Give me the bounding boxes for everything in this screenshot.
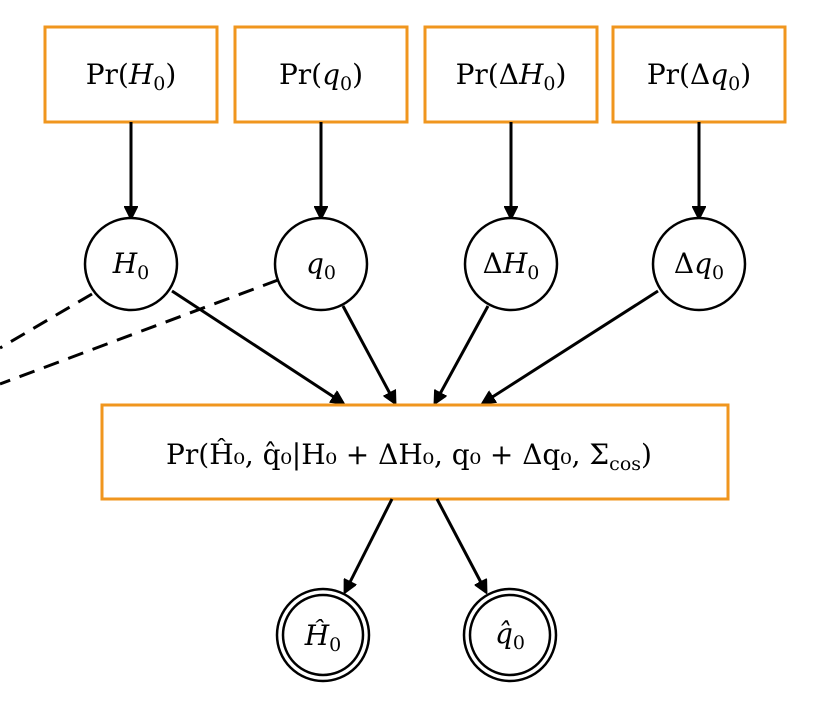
edge-node-dq0-to-likelihood [483,289,659,403]
node-delta-q0: Δq0 [651,216,747,312]
dashed-edge-h0-offscreen [0,292,93,350]
prior-label-q0-close: ) [352,58,363,91]
svg-text:Ĥ0: Ĥ0 [304,619,342,656]
node-dq0-symbol: q [694,247,712,280]
prior-label-dq0-close: ) [740,58,751,91]
prior-label-dh0-pr: Pr(Δ [456,58,519,91]
edge-node-h0-to-likelihood [171,289,343,403]
svg-text:q0: q0 [306,247,336,284]
svg-text:H0: H0 [112,247,150,284]
node-dh0-subscript: 0 [527,262,539,284]
prior-label-h0-sym: H [128,58,154,91]
prior-label-dq0-pr: Pr(Δ [647,58,710,91]
obs-h0hat-subscript: 0 [329,634,341,656]
prior-box-delta-h0: Pr(ΔH0) [423,25,599,124]
svg-text:Δq0: Δq0 [674,247,724,284]
prior-label-dh0-close: ) [555,58,566,91]
obs-q0hat-symbol: q̂ [495,617,513,650]
prior-label-h0-close: ) [165,58,176,91]
node-q0: q0 [273,216,369,312]
edge-likelihood-to-obs-h0hat [345,498,394,592]
edge-node-dh0-to-likelihood [435,305,490,403]
prior-label-dq0-sym: q [710,58,728,91]
node-delta-h0: ΔH0 [463,216,559,312]
prior-label-dh0-sub: 0 [543,73,555,95]
edge-node-q0-to-likelihood [341,305,395,403]
prior-label-h0-pr: Pr( [86,58,129,91]
likelihood-box: Pr(Ĥ₀, q̂₀|H₀ + ΔH₀, q₀ + Δq₀, Σcos) [100,403,730,501]
svg-text:q̂0: q̂0 [495,617,525,654]
likelihood-subscript: cos [609,453,641,475]
prior-label-dq0-sub: 0 [728,73,740,95]
observed-node-q0-hat: q̂0 [462,587,558,683]
prior-box-delta-q0: Pr(Δq0) [611,25,787,124]
svg-text:Pr(q0): Pr(q0) [279,58,363,95]
node-h0-symbol: H [112,247,138,280]
svg-text:Pr(Δq0): Pr(Δq0) [647,58,751,95]
prior-label-h0-sub: 0 [153,73,165,95]
node-h0-subscript: 0 [137,262,149,284]
node-q0-subscript: 0 [324,262,336,284]
svg-text:Pr(Ĥ₀, q̂₀|H₀ + ΔH₀, q₀ + Δq₀,: Pr(Ĥ₀, q̂₀|H₀ + ΔH₀, q₀ + Δq₀, Σcos) [166,438,652,475]
svg-text:Pr(ΔH0): Pr(ΔH0) [456,58,567,95]
node-dh0-symbol: H [502,247,528,280]
prior-label-q0-sym: q [322,58,340,91]
svg-text:Pr(H0): Pr(H0) [86,58,177,95]
svg-text:ΔH0: ΔH0 [483,247,540,284]
prior-box-h0: Pr(H0) [43,25,219,124]
node-dq0-subscript: 0 [712,262,724,284]
prior-label-q0-sub: 0 [340,73,352,95]
likelihood-close: ) [641,438,652,471]
obs-h0hat-symbol: Ĥ [304,619,330,652]
node-dh0-prefix: Δ [483,247,503,280]
prior-label-q0-pr: Pr( [279,58,322,91]
prior-label-dh0-sym: H [518,58,544,91]
likelihood-label: Pr(Ĥ₀, q̂₀|H₀ + ΔH₀, q₀ + Δq₀, Σ [166,438,609,471]
node-h0: H0 [83,216,179,312]
obs-q0hat-subscript: 0 [513,632,525,654]
edge-likelihood-to-obs-q0hat [435,498,486,592]
observed-node-h0-hat: Ĥ0 [275,587,371,683]
node-q0-symbol: q [306,247,324,280]
dashed-edge-q0-offscreen [0,278,279,386]
node-dq0-prefix: Δ [674,247,694,280]
prior-box-q0: Pr(q0) [233,25,409,124]
